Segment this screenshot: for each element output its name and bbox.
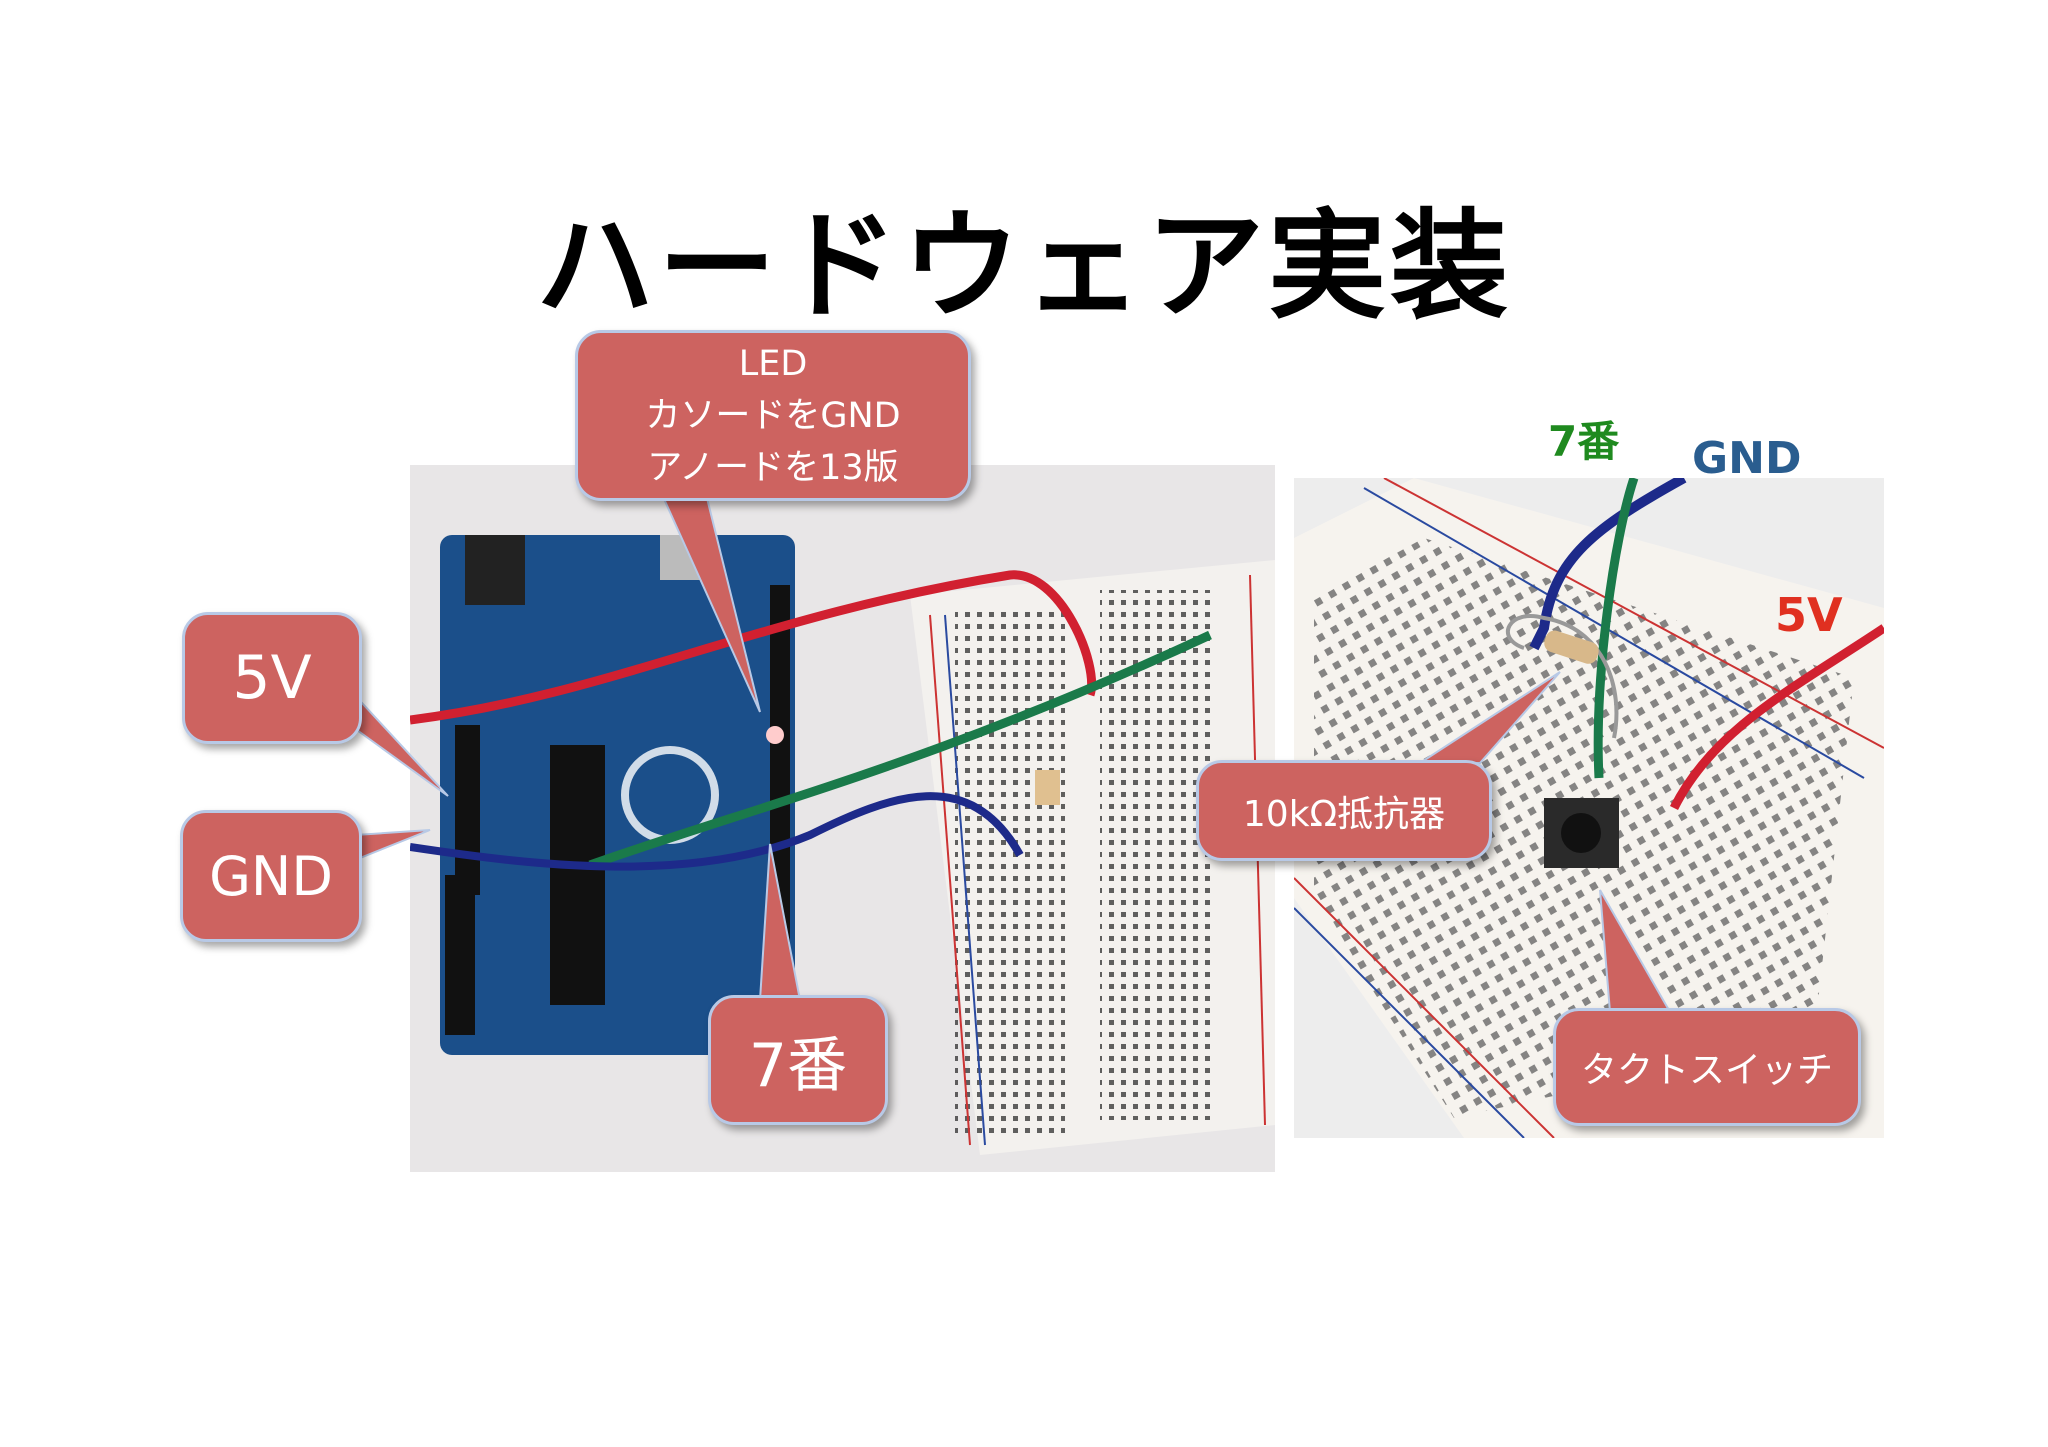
callout-gnd-label: GND bbox=[209, 844, 333, 908]
callout-tact-switch: タクトスイッチ bbox=[1553, 1008, 1861, 1126]
callout-pin7-label: 7番 bbox=[748, 1030, 848, 1101]
callout-pin7: 7番 bbox=[708, 995, 888, 1125]
callout-led-line1: LED bbox=[738, 343, 808, 384]
wire-label-pin7: 7番 bbox=[1548, 417, 1620, 466]
callout-led: LED カソードをGND アノードを13版 bbox=[575, 330, 971, 501]
arduino-board bbox=[440, 535, 795, 1055]
callout-resistor: 10kΩ抵抗器 bbox=[1196, 760, 1492, 861]
callout-led-line2: カソードをGND bbox=[645, 395, 901, 436]
callout-gnd: GND bbox=[180, 810, 362, 942]
callout-5v: 5V bbox=[182, 612, 362, 744]
wire-label-5v: 5V bbox=[1775, 588, 1843, 642]
arduino-breadboard-photo bbox=[410, 465, 1275, 1172]
callout-5v-label: 5V bbox=[232, 643, 312, 713]
wire-label-gnd: GND bbox=[1692, 433, 1802, 484]
slide-title: ハードウェア実装 bbox=[535, 197, 1512, 335]
callout-led-line3: アノードを13版 bbox=[647, 447, 899, 488]
breadboard bbox=[910, 560, 1275, 1155]
callout-resistor-label: 10kΩ抵抗器 bbox=[1242, 793, 1446, 835]
callout-tact-switch-label: タクトスイッチ bbox=[1580, 1050, 1833, 1091]
